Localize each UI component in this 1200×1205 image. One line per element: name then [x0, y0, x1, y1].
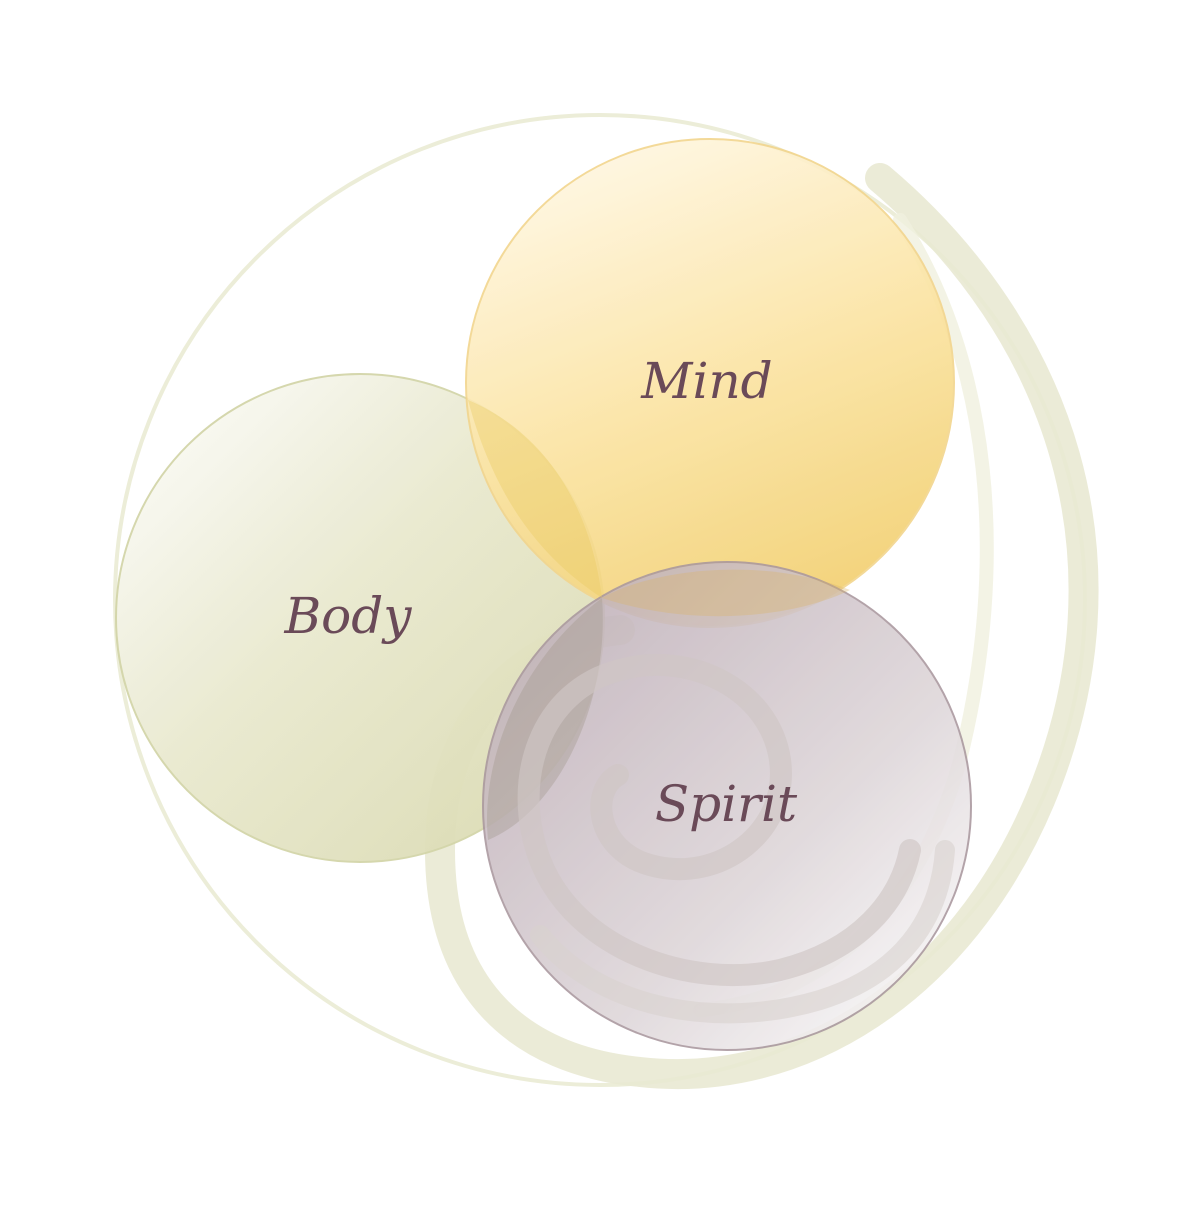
mind-spirit-overlap — [602, 569, 850, 617]
body-label: Body — [283, 587, 412, 645]
body-mind-overlap — [468, 400, 602, 598]
mind-label: Mind — [640, 352, 772, 410]
spirit-swirl-tail — [530, 840, 955, 1024]
spirit-spiral — [517, 653, 921, 987]
spirit-label: Spirit — [655, 775, 798, 833]
